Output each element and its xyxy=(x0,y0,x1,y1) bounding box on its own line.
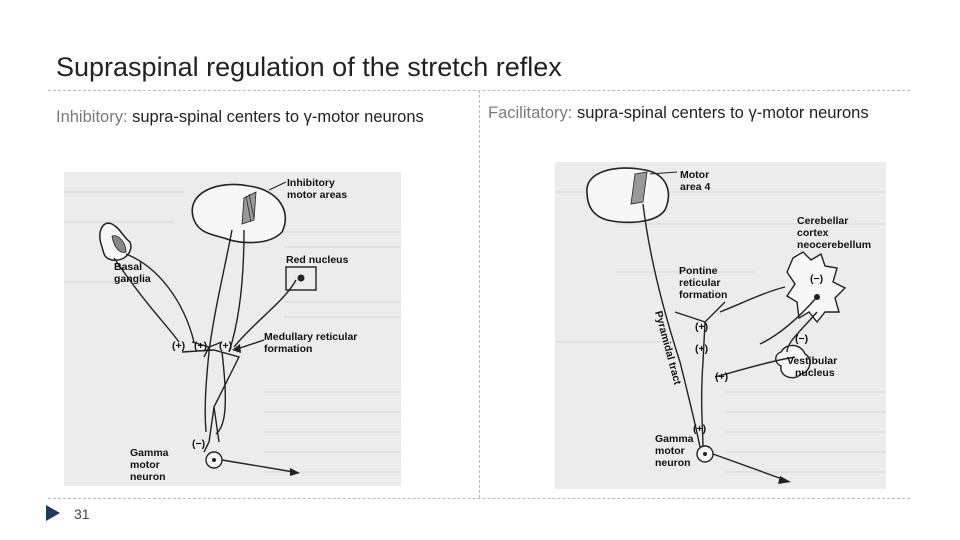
medullary-label-2: formation xyxy=(264,343,312,355)
slide-title: Supraspinal regulation of the stretch re… xyxy=(56,52,562,82)
left-heading-text: supra-spinal centers to γ-motor neurons xyxy=(127,108,424,126)
inhibitory-pathways xyxy=(113,229,297,453)
cerebellar-label-2: cortex xyxy=(797,227,829,239)
left-heading-keyword: Inhibitory: xyxy=(56,108,128,126)
gamma-label-1: Gamma xyxy=(130,447,169,459)
facilitatory-pathways xyxy=(642,203,818,448)
motor-area-label-1: Motor xyxy=(680,169,709,181)
vestibular-label-2: nucleus xyxy=(795,367,835,379)
left-heading: Inhibitory: supra-spinal centers to γ-mo… xyxy=(56,106,456,129)
gamma-label-2: motor xyxy=(655,445,685,457)
slide-number: 31 xyxy=(74,506,90,522)
cerebellar-label-1: Cerebellar xyxy=(797,215,848,227)
plus-sign-2: (+) xyxy=(695,343,708,355)
medullary-label: Medullary reticular xyxy=(264,331,357,343)
plus-sign-3: (+) xyxy=(715,371,728,383)
right-heading: Facilitatory: supra-spinal centers to γ-… xyxy=(488,102,908,125)
minus-sign-2: (−) xyxy=(795,333,808,345)
minus-sign-1: (−) xyxy=(810,273,823,285)
plus-sign-3: (+) xyxy=(219,340,232,352)
motor-area-cortex xyxy=(586,167,678,224)
gamma-label-2: motor xyxy=(130,459,160,471)
plus-sign-1: (+) xyxy=(172,340,185,352)
pontine-label-2: reticular xyxy=(679,277,720,289)
inhibitory-motor-areas-label: Inhibitory xyxy=(287,177,335,189)
pontine-label-1: Pontine xyxy=(679,265,718,277)
inhibitory-cortex xyxy=(191,181,287,244)
plus-sign-1: (+) xyxy=(695,321,708,333)
right-gamma-neuron xyxy=(696,445,791,484)
red-nucleus-label: Red nucleus xyxy=(286,254,349,266)
pontine-label-3: formation xyxy=(679,289,727,301)
gamma-label-1: Gamma xyxy=(655,433,694,445)
right-heading-keyword: Facilitatory: xyxy=(488,104,573,122)
right-heading-text: supra-spinal centers to γ-motor neurons xyxy=(572,104,869,122)
facilitatory-diagram-svg: Motor area 4 Cerebellar cortex neocerebe… xyxy=(555,162,886,489)
plus-sign-4: (+) xyxy=(693,423,706,435)
cerebellar-label-3: neocerebellum xyxy=(797,239,871,251)
inhibitory-diagram-svg: Inhibitory motor areas Basal ganglia Red… xyxy=(64,172,401,486)
red-nucleus-box xyxy=(285,266,317,291)
bullet-arrow-icon xyxy=(46,505,60,521)
vestibular-nucleus-structure xyxy=(775,344,811,379)
basal-ganglia-label: Basal xyxy=(114,261,142,273)
vestibular-label-1: Vestibular xyxy=(787,355,837,367)
minus-sign: (−) xyxy=(192,438,205,450)
column-divider xyxy=(479,90,480,498)
basal-ganglia-label-2: ganglia xyxy=(114,273,151,285)
plus-sign-2: (+) xyxy=(194,340,207,352)
basal-ganglia-structure xyxy=(99,222,132,261)
gamma-label-3: neuron xyxy=(130,471,166,483)
motor-area-label-2: area 4 xyxy=(680,181,711,193)
facilitatory-diagram: Motor area 4 Cerebellar cortex neocerebe… xyxy=(555,162,886,489)
left-gamma-neuron xyxy=(205,451,300,476)
cerebellum-structure xyxy=(786,251,847,324)
footer-divider xyxy=(48,498,910,499)
inhibitory-diagram: Inhibitory motor areas Basal ganglia Red… xyxy=(64,172,401,486)
medullary-arrowhead xyxy=(232,344,241,353)
inhibitory-motor-areas-label-2: motor areas xyxy=(287,189,347,201)
gamma-label-3: neuron xyxy=(655,457,691,469)
